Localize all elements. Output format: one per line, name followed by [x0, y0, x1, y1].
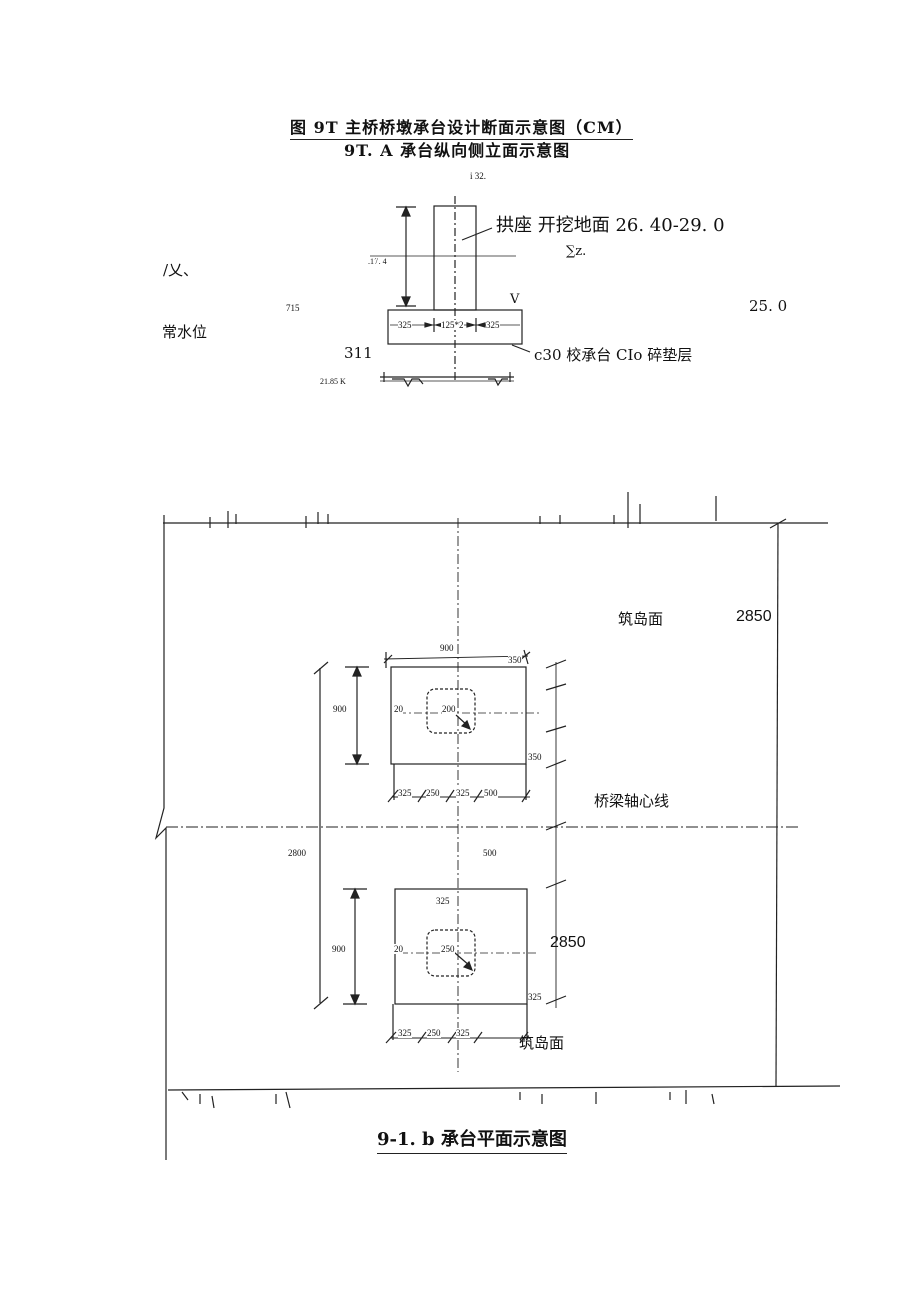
top-elevation-mark: i 32.	[470, 171, 487, 181]
upper-left-20: 20	[394, 704, 403, 714]
lower-bottom-dim-3: 325	[456, 1028, 470, 1038]
elevation-715: 715	[286, 303, 300, 313]
upper-right-350: 350	[528, 752, 542, 762]
upper-bottom-dim-2: 250	[426, 788, 440, 798]
upper-bottom-dim-3: 325	[456, 788, 470, 798]
dim-mark: .1´̸ . 4	[368, 257, 387, 266]
upper-top-right: 350	[508, 655, 522, 665]
lower-top-325: 325	[436, 896, 450, 906]
footing-dim-right: 325	[486, 320, 500, 330]
lower-right-325: 325	[528, 992, 542, 1002]
sigma-mark: ∑z.	[566, 244, 587, 259]
upper-top-width: 900	[440, 643, 454, 653]
footing-dim-center: 125*2	[441, 320, 464, 330]
v-mark: V	[510, 292, 520, 307]
right-dim-bottom: 2850	[550, 934, 586, 951]
bottom-elevation-mark: 21.85 K	[320, 377, 346, 386]
left-total-dim: 2800	[288, 848, 306, 858]
upper-left-height: 900	[333, 704, 347, 714]
footing-material-label: c30 校承台 CIo 碎垫层	[534, 346, 693, 364]
upper-pier	[426, 688, 476, 734]
footing-dim-left: 325	[398, 320, 412, 330]
lower-left-height: 900	[332, 944, 346, 954]
island-surface-top: 筑岛面	[618, 610, 664, 628]
elevation-subtitle: 9T. A 承台纵向侧立面示意图	[344, 141, 571, 160]
plan-caption: 9-1. b 承台平面示意图	[377, 1125, 567, 1154]
left-border	[154, 515, 167, 1160]
upper-center: 200	[442, 704, 456, 714]
elevation-25: 25. 0	[749, 297, 788, 315]
island-surface-bottom: 筑岛面	[519, 1034, 565, 1052]
bridge-axis-label: 桥梁轴心线	[594, 792, 670, 810]
excavation-label: 拱座 开挖地面 26. 40-29. 0	[496, 215, 725, 236]
figure-title: 图 9T 主桥桥墩承台设计断面示意图（CM）	[290, 114, 633, 140]
lower-bottom-dim-2: 250	[427, 1028, 441, 1038]
slash-mark: /乂、	[163, 261, 199, 279]
lower-left-20: 20	[394, 944, 403, 954]
lower-footing	[394, 888, 528, 1005]
upper-bottom-dim-1: 325	[398, 788, 412, 798]
lower-center: 250	[441, 944, 455, 954]
center-gap-dim: 500	[483, 848, 497, 858]
normal-water-level: 常水位	[162, 323, 208, 341]
elevation-311: 311	[344, 344, 373, 362]
upper-bottom-dim-4: 500	[484, 788, 498, 798]
lower-bottom-dim-1: 325	[398, 1028, 412, 1038]
bottom-ground-line	[167, 1085, 841, 1091]
right-dim-top: 2850	[736, 608, 772, 625]
upper-footing	[390, 666, 527, 765]
